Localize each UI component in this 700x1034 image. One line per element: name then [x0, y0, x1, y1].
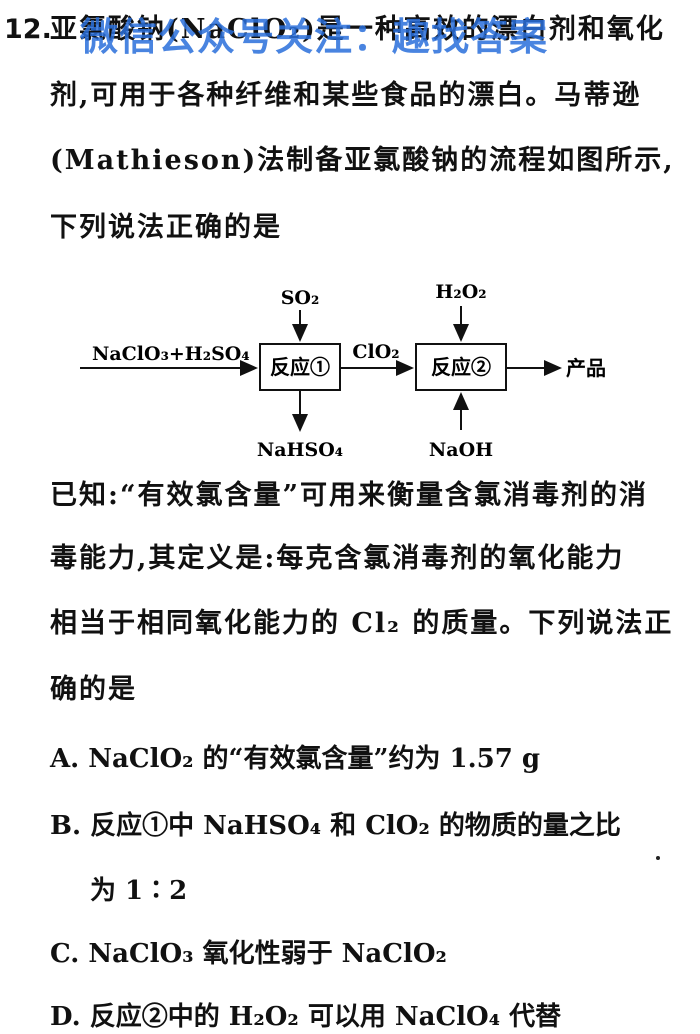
- question-stem-line-2: 剂,可用于各种纤维和某些食品的漂白。马蒂逊: [50, 80, 642, 111]
- reactor-2-top-input-label: H₂O₂: [435, 281, 486, 303]
- known-line-1: 已知:“有效氯含量”可用来衡量含氯消毒剂的消: [50, 480, 649, 511]
- reactor-2-label: 反应②: [431, 355, 491, 379]
- reactor-1-top-input-label: SO₂: [281, 287, 320, 309]
- process-flow-diagram: NaClO₃+H₂SO₄ 反应① SO₂ NaHSO₄ ClO₂ 反应② H₂O…: [60, 270, 660, 470]
- question-number: 12.: [4, 14, 52, 45]
- reactor-1-bottom-output-label: NaHSO₄: [257, 439, 343, 461]
- option-d: D. 反应②中的 H₂O₂ 可以用 NaClO₄ 代替: [50, 1002, 562, 1032]
- question-stem-line-4: 下列说法正确的是: [50, 212, 282, 243]
- input-reagents-label: NaClO₃+H₂SO₄: [92, 343, 250, 365]
- reactor-2-box: [415, 343, 507, 391]
- speck-mark: [656, 856, 660, 860]
- middle-product-label: ClO₂: [352, 341, 399, 363]
- known-line-2: 毒能力,其定义是:每克含氯消毒剂的氧化能力: [50, 543, 625, 574]
- option-c: C. NaClO₃ 氧化性弱于 NaClO₂: [50, 939, 447, 969]
- question-stem-line-3: (Mathieson)法制备亚氯酸钠的流程如图所示,: [50, 145, 675, 176]
- known-line-3: 相当于相同氧化能力的 Cl₂ 的质量。下列说法正: [50, 608, 674, 639]
- question-stem-line-1: 亚氯酸钠(NaClO₂)是一种高效的漂白剂和氧化: [50, 14, 665, 45]
- reactor-2-bottom-input-label: NaOH: [429, 439, 493, 461]
- option-a: A. NaClO₂ 的“有效氯含量”约为 1.57 g: [50, 744, 541, 774]
- reactor-1-box: [259, 343, 341, 391]
- option-b-line-2: 为 1∶2: [90, 876, 188, 906]
- process-flow-svg: NaClO₃+H₂SO₄ 反应① SO₂ NaHSO₄ ClO₂ 反应② H₂O…: [80, 281, 606, 461]
- option-b-line-1: B. 反应①中 NaHSO₄ 和 ClO₂ 的物质的量之比: [50, 811, 621, 841]
- output-product-label: 产品: [566, 356, 606, 380]
- known-line-4: 确的是: [50, 674, 137, 705]
- watermark-text: 微信公众号关注：趣找答案: [80, 15, 549, 59]
- reactor-1-label: 反应①: [270, 355, 330, 379]
